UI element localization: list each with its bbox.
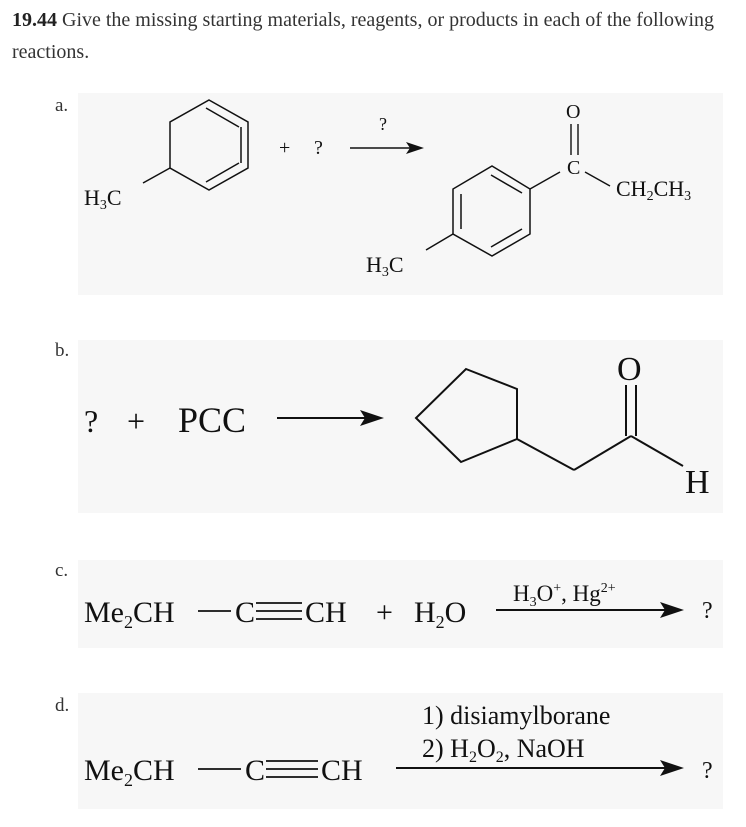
product-benzene-ring <box>425 165 531 257</box>
svg-text:CH: CH <box>321 754 363 787</box>
reaction-arrow <box>396 760 684 776</box>
unknown-reagent: ? <box>314 137 323 159</box>
unknown-reactant: ? <box>84 403 98 439</box>
water: H2O <box>414 596 466 632</box>
reaction-a-scheme: H3C + ? ? O C CH2CH3 H3C <box>84 99 691 280</box>
carbonyl-carbon: C <box>567 157 580 179</box>
reaction-c: Me2CH C CH + H2O H3O+, Hg2+ ? <box>78 560 723 648</box>
part-b-label: b. <box>55 340 70 361</box>
plus-sign: + <box>127 403 145 439</box>
step-2-reagent: 2) H2O2, NaOH <box>422 734 585 766</box>
reaction-d: Me2CH C CH 1) disiamylborane 2) H2O2, Na… <box>78 693 723 809</box>
svg-text:CH: CH <box>305 596 347 629</box>
reactant-methyl: H3C <box>84 185 122 213</box>
step-1-reagent: 1) disiamylborane <box>422 701 610 730</box>
part-c-label: c. <box>55 560 69 581</box>
cyclopentane-ring <box>414 367 684 471</box>
svg-text:C: C <box>245 754 265 787</box>
carbonyl-double-bond <box>570 124 579 155</box>
reaction-conditions: H3O+, Hg2+ <box>513 581 616 610</box>
reaction-a: H3C + ? ? O C CH2CH3 H3C <box>78 93 723 295</box>
triple-bond <box>256 602 302 620</box>
alkyne-reactant: Me2CH <box>84 754 175 790</box>
plus-sign: + <box>279 137 290 159</box>
ethyl-group: CH2CH3 <box>616 176 691 204</box>
part-a-label: a. <box>55 95 69 116</box>
problem-number: 19.44 <box>12 9 57 31</box>
carbonyl-oxygen: O <box>566 101 580 123</box>
reaction-b-scheme: ? + PCC O H <box>84 351 710 501</box>
reaction-b: ? + PCC O H <box>78 340 723 513</box>
unknown-product: ? <box>702 758 713 784</box>
reaction-d-scheme: Me2CH C CH 1) disiamylborane 2) H2O2, Na… <box>84 701 713 790</box>
aldehyde-oxygen: O <box>617 351 642 388</box>
arrow-label: ? <box>379 114 387 134</box>
product-methyl: H3C <box>366 252 404 280</box>
unknown-product: ? <box>702 598 713 624</box>
benzene-ring <box>142 99 249 191</box>
reaction-arrow <box>496 602 684 618</box>
reaction-arrow <box>277 410 384 426</box>
triple-bond <box>266 760 318 778</box>
problem-heading: 19.44 Give the missing starting material… <box>12 4 737 68</box>
alkyne-reactant: Me2CH <box>84 596 175 632</box>
problem-prompt: Give the missing starting materials, rea… <box>12 9 715 63</box>
pcc-reagent: PCC <box>178 400 246 440</box>
part-d-label: d. <box>55 695 70 716</box>
svg-text:C: C <box>235 596 255 629</box>
aldehyde-hydrogen: H <box>685 464 710 501</box>
plus-sign: + <box>376 596 393 629</box>
reaction-c-scheme: Me2CH C CH + H2O H3O+, Hg2+ ? <box>84 581 713 632</box>
reaction-arrow <box>350 142 424 154</box>
